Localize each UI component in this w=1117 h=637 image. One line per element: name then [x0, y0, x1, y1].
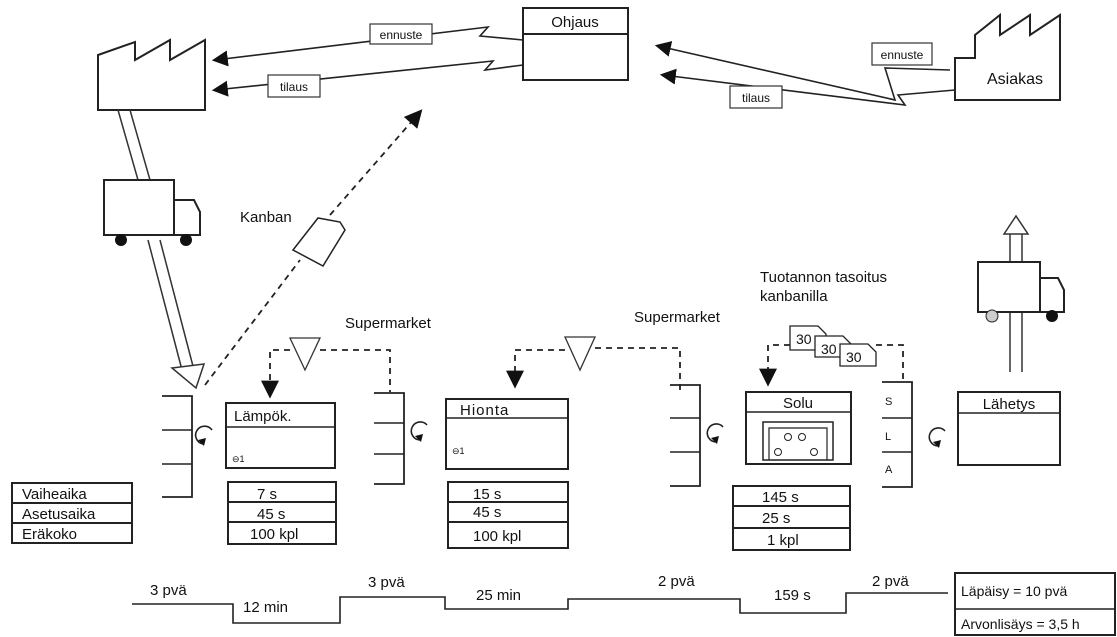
inventory-stack-1: [162, 396, 192, 497]
supplier-truck-icon: [104, 180, 200, 246]
leveling-line2: kanbanilla: [760, 288, 828, 305]
leveling-kanban: Tuotannon tasoitus kanbanilla 30 30 30: [760, 269, 903, 383]
wait-3: 2 pvä: [658, 573, 695, 590]
solu-batch: 1 kpl: [767, 532, 799, 549]
timeline: 3 pvä 3 pvä 2 pvä 2 pvä 12 min 25 min 15…: [132, 573, 948, 623]
legend-batch-size: Eräkoko: [22, 526, 77, 543]
solu-setup: 25 s: [762, 510, 790, 527]
forecast-label-right: ennuste: [881, 48, 924, 62]
wait-2: 3 pvä: [368, 574, 405, 591]
supplier-shipment-arrow: [118, 110, 204, 388]
cell-layout-icon: [763, 422, 833, 460]
process-lampok-operator: ⊖1: [232, 454, 245, 464]
legend-cycle-time: Vaiheaika: [22, 486, 87, 503]
hionta-cycle: 15 s: [473, 486, 501, 503]
lampok-cycle: 7 s: [257, 486, 277, 503]
value-added-time: Arvonlisäys = 3,5 h: [961, 616, 1080, 632]
lampok-setup: 45 s: [257, 506, 285, 523]
customer-truck-icon: [978, 262, 1064, 322]
leveling-card-1: 30: [796, 331, 812, 347]
lead-time: Läpäisy = 10 pvä: [961, 583, 1067, 599]
process-time-2: 25 min: [476, 587, 521, 604]
process-hionta: Hionta ⊖1: [446, 399, 568, 469]
data-legend: Vaiheaika Asetusaika Eräkoko: [12, 483, 132, 543]
process-lahetys-title: Lähetys: [983, 396, 1036, 413]
supplier-factory-icon: [98, 40, 205, 110]
cycle-icon-4: [929, 428, 945, 448]
sla-l: L: [885, 431, 891, 443]
info-flow-left: ennuste tilaus: [215, 24, 523, 97]
process-hionta-title: Hionta: [460, 402, 509, 419]
leveling-card-2: 30: [821, 341, 837, 357]
wait-4: 2 pvä: [872, 573, 909, 590]
sla-stack: S L A: [882, 382, 912, 487]
forecast-label-left: ennuste: [380, 28, 423, 42]
sla-a: A: [885, 464, 893, 476]
order-label-left: tilaus: [280, 80, 308, 94]
cycle-icon-2: [411, 422, 427, 442]
sla-s: S: [885, 396, 892, 408]
hionta-batch: 100 kpl: [473, 528, 521, 545]
leveling-line1: Tuotannon tasoitus: [760, 269, 887, 286]
hionta-setup: 45 s: [473, 504, 501, 521]
process-time-3: 159 s: [774, 587, 811, 604]
process-solu: Solu: [746, 392, 851, 464]
customer-name: Asiakas: [987, 71, 1043, 88]
process-lampok: Lämpök. ⊖1: [226, 403, 335, 468]
process-lampok-title: Lämpök.: [234, 408, 292, 425]
inventory-stack-3: [670, 385, 700, 486]
control-box: Ohjaus: [523, 8, 628, 80]
summary-box: Läpäisy = 10 pvä Arvonlisäys = 3,5 h: [955, 573, 1115, 635]
solu-cycle: 145 s: [762, 489, 799, 506]
customer-factory-icon: Asiakas: [955, 15, 1060, 100]
leveling-card-3: 30: [846, 349, 862, 365]
info-flow-right: ennuste tilaus: [658, 43, 955, 108]
process-solu-title: Solu: [783, 395, 813, 412]
inventory-stack-2: [374, 393, 404, 484]
wait-1: 3 pvä: [150, 582, 187, 599]
process-hionta-operator: ⊖1: [452, 446, 465, 456]
supermarket-right: Supermarket: [515, 309, 721, 390]
supermarket-left: Supermarket: [270, 315, 432, 395]
supermarket-right-label: Supermarket: [634, 309, 721, 326]
legend-setup-time: Asetusaika: [22, 506, 96, 523]
data-box-hionta: 15 s 45 s 100 kpl: [448, 482, 568, 548]
data-box-lampok: 7 s 45 s 100 kpl: [228, 482, 336, 544]
control-title: Ohjaus: [551, 14, 599, 31]
cycle-icon-3: [707, 424, 723, 444]
kanban-label: Kanban: [240, 209, 292, 226]
lampok-batch: 100 kpl: [250, 526, 298, 543]
cycle-icon-1: [196, 426, 212, 446]
process-lahetys: Lähetys: [958, 392, 1060, 465]
order-label-right: tilaus: [742, 91, 770, 105]
data-box-solu: 145 s 25 s 1 kpl: [733, 486, 850, 550]
supermarket-left-label: Supermarket: [345, 315, 432, 332]
process-time-1: 12 min: [243, 599, 288, 616]
